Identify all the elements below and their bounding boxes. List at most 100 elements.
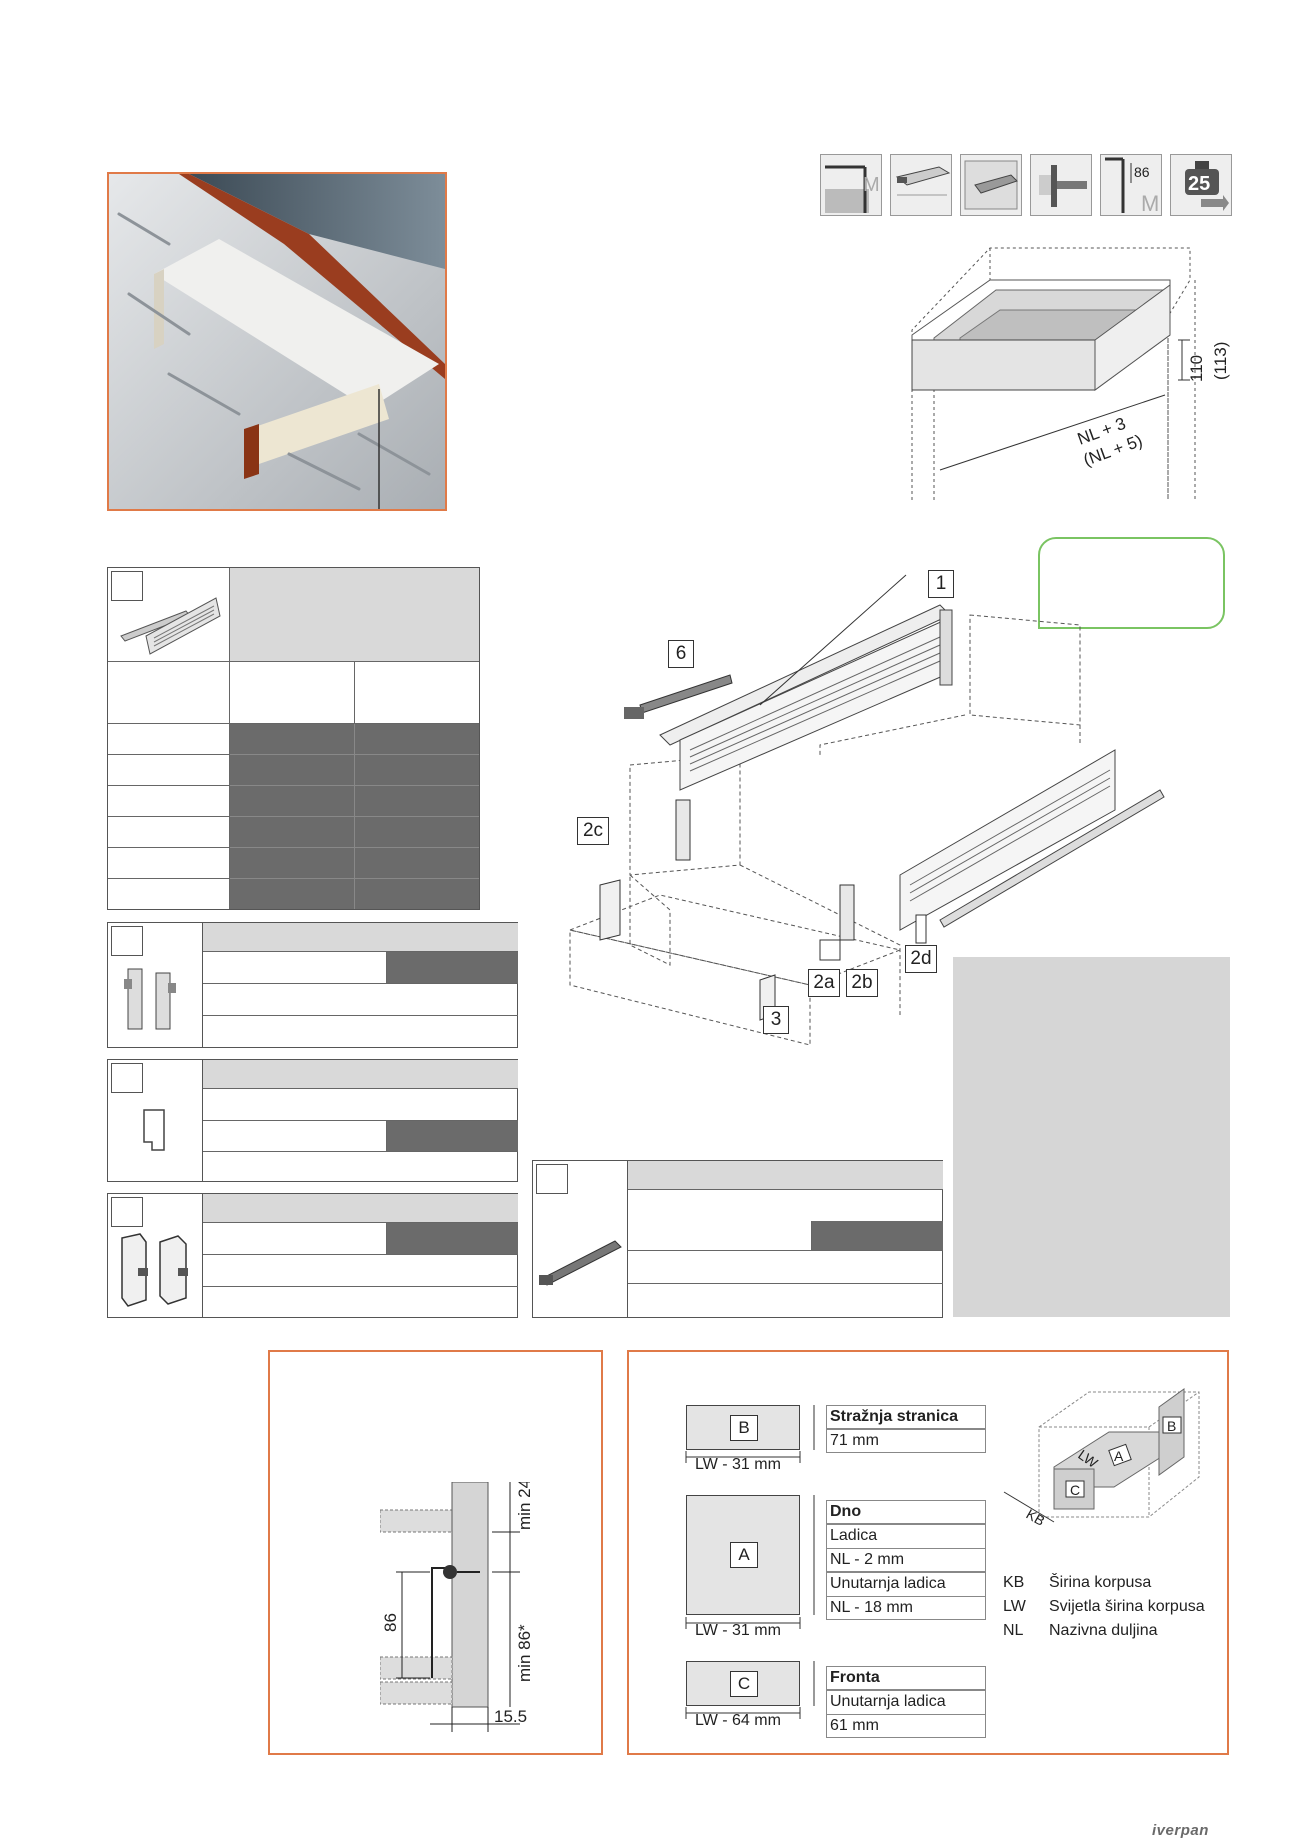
drawer-in-cabinet-icon [960,154,1022,216]
table-values-area [230,724,479,909]
callout-2c: 2c [577,817,609,845]
bottom-panel-line-4: NL - 18 mm [826,1596,986,1620]
drawer-size-table [107,567,480,910]
height-86-label: 86 [1134,164,1150,180]
back-bracket-icon [121,1233,188,1307]
rail-value [812,1221,943,1250]
clip-table [107,1059,518,1182]
front-panel-title: Fronta [826,1666,986,1690]
callout-2b: 2b [846,969,878,997]
height-dimension-label: 110 [1187,355,1206,382]
legend-lw-text: Svijetla širina korpusa [1049,1598,1205,1615]
front-panel-letter: C [730,1671,758,1697]
front-panel-line-1: Unutarnja ladica [826,1690,986,1714]
callout-1: 1 [928,570,954,598]
column-header-2 [355,662,479,724]
bottom-panel-letter: A [730,1542,758,1568]
bottom-panel-line-3: Unutarnja ladica [826,1572,986,1596]
profile-section-frame: 86 min 24 min 86* 15.5 [268,1350,603,1755]
legend-lw-abbr: LW [1003,1598,1026,1615]
back-bracket-thumbnail [108,1194,203,1317]
drawer-photo-illustration [109,174,445,509]
bottom-panel-line-1: Ladica [826,1524,986,1548]
legend-kb-abbr: KB [1003,1574,1025,1591]
front-bracket-thumbnail [108,923,203,1047]
bottom-panel-title: Dno [826,1500,986,1524]
rail-header [628,1161,943,1190]
iso-back-letter: B [1167,1418,1176,1434]
clip-thumbnail [108,1060,203,1181]
front-panel-width: LW - 64 mm [695,1712,781,1729]
bottom-panel-width: LW - 31 mm [695,1622,781,1639]
isometric-drawer-drawing: C A B LW KB [1003,1388,1200,1529]
back-panel-value: 71 mm [826,1429,986,1453]
legend-nl: NL Nazivna duljina [1003,1622,1158,1640]
bottom-panel-line-2: NL - 2 mm [826,1548,986,1572]
table-header-cell [230,568,479,662]
callout-2a: 2a [808,969,840,997]
back-bracket-header [203,1194,518,1223]
svg-text:M: M [1141,191,1159,215]
product-photo [107,172,447,511]
load-25-icon: 25 [1170,154,1232,216]
position-box [111,926,143,956]
front-bracket-table [107,922,518,1048]
callout-3: 3 [763,1006,789,1034]
back-bracket-table [107,1193,518,1318]
side-info-panel [953,957,1230,1317]
back-panel-letter: B [730,1415,758,1441]
row-labels-column [108,724,230,909]
iso-front-letter: C [1070,1482,1080,1498]
iverpan-logo: iverpan [1152,1822,1209,1839]
drawer-side-thumbnail [108,568,230,662]
legend-kb: KB Širina korpusa [1003,1574,1151,1592]
exploded-assembly-drawing [568,574,1165,1046]
clip-value [387,1121,518,1151]
svg-text:M: M [863,174,880,196]
drawer-side-icon [120,597,221,655]
rail-thumbnail [533,1161,628,1317]
parts-dimension-lines [685,1405,815,1719]
clip-header [203,1060,518,1089]
profile-min-height-label: min 86* [515,1624,534,1682]
legend-nl-text: Nazivna duljina [1049,1622,1158,1639]
column-label-cell [108,662,230,724]
back-bracket-value [387,1223,518,1254]
callout-2d: 2d [905,945,937,973]
front-bracket-header [203,923,518,952]
profile-section-drawing: 86 min 24 min 86* 15.5 [380,1482,534,1732]
position-box [536,1164,568,1194]
front-panel-line-2: 61 mm [826,1714,986,1738]
rail-table [532,1160,943,1318]
back-panel-width: LW - 31 mm [695,1456,781,1473]
rail-icon [539,1240,622,1286]
back-panel-title: Stražnja stranica [826,1405,986,1429]
legend-kb-text: Širina korpusa [1049,1574,1152,1591]
position-box [111,1063,143,1093]
parts-dimension-frame: B LW - 31 mm Stražnja stranica 71 mm A L… [627,1350,1229,1755]
bottom-panel-box: A [686,1495,800,1615]
front-bracket-value [387,952,518,983]
load-25-label: 25 [1188,173,1210,195]
clip-icon [143,1109,165,1151]
profile-offset-label: 15.5 [494,1707,527,1726]
front-panel-box: C [686,1661,800,1706]
wall-cabinet-icon: M [820,154,882,216]
position-box [111,1197,143,1227]
position-box [111,571,143,601]
rail-mount-icon [1030,154,1092,216]
column-header-1 [230,662,355,724]
iso-kb-label: KB [1024,1506,1048,1529]
note-speech-box [1038,537,1225,629]
front-bracket-icon [124,968,176,1030]
drawer-profile-icon [890,154,952,216]
legend-nl-abbr: NL [1003,1622,1024,1639]
iso-bottom-letter: A [1114,1448,1124,1464]
callout-6: 6 [668,640,694,668]
profile-height-label: 86 [381,1613,400,1632]
cabinet-dimension-drawing: 110 (113) NL + 3 (NL + 5) [911,247,1230,500]
back-panel-box: B [686,1405,800,1450]
legend-lw: LW Svijetla širina korpusa [1003,1598,1205,1616]
profile-min-top-label: min 24 [515,1482,534,1530]
